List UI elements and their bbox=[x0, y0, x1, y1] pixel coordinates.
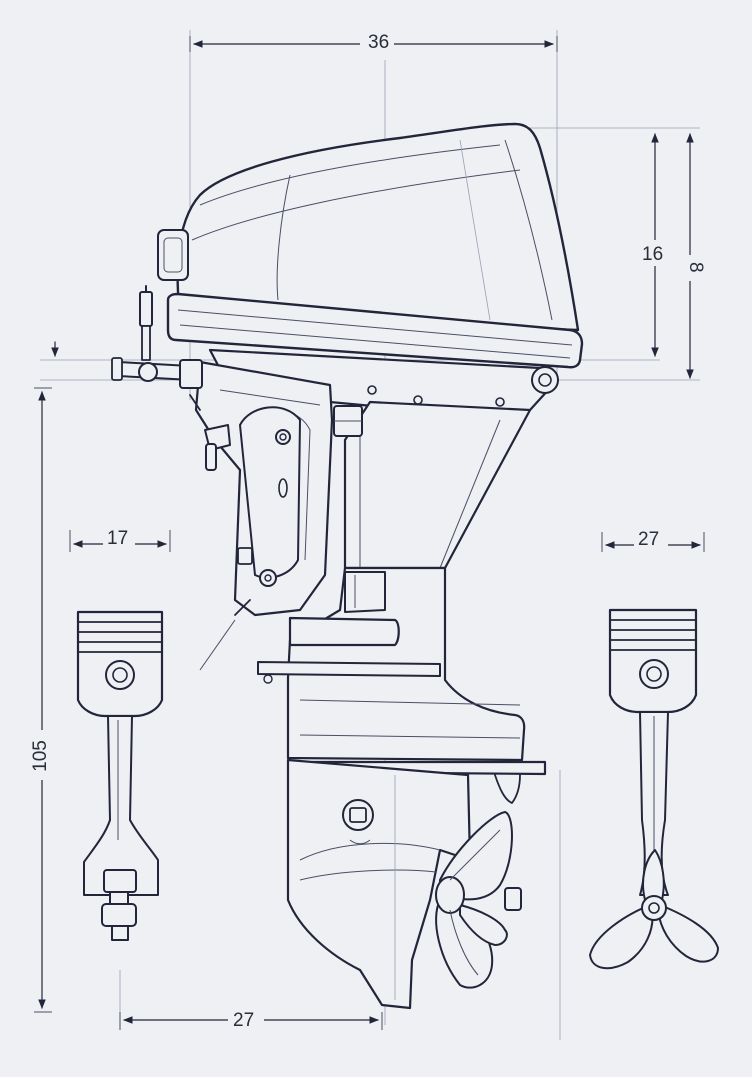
right-piston bbox=[589, 608, 719, 970]
dimension-bottom-width: 27 bbox=[119, 1006, 383, 1031]
left-piston bbox=[76, 610, 164, 941]
dimension-cowl-height-b: 8 bbox=[680, 133, 706, 379]
dimension-cowl-height-a: 16 bbox=[636, 133, 670, 357]
main-propeller bbox=[435, 811, 522, 989]
dim-label-right-piston-width: 27 bbox=[638, 529, 659, 550]
clamp-bracket bbox=[189, 360, 334, 671]
lower-unit bbox=[257, 566, 547, 1010]
dimension-overall-height: 105 bbox=[28, 387, 56, 1013]
dim-label-cowl-height-a: 16 bbox=[642, 244, 663, 265]
midsection bbox=[208, 348, 559, 570]
dimension-left-piston-width: 17 bbox=[69, 526, 171, 552]
dim-label-cowl-height-b: 8 bbox=[685, 262, 706, 273]
dim-label-bottom-width: 27 bbox=[233, 1010, 254, 1031]
throttle-linkage bbox=[111, 285, 203, 389]
dim-label-overall-width: 36 bbox=[368, 32, 389, 53]
dimension-right-piston-width: 27 bbox=[601, 527, 705, 552]
dim-label-overall-height: 105 bbox=[30, 740, 51, 772]
engine-cowling bbox=[157, 122, 584, 369]
dim-label-left-piston-width: 17 bbox=[107, 528, 128, 549]
dimension-overall-width: 36 bbox=[189, 30, 558, 53]
